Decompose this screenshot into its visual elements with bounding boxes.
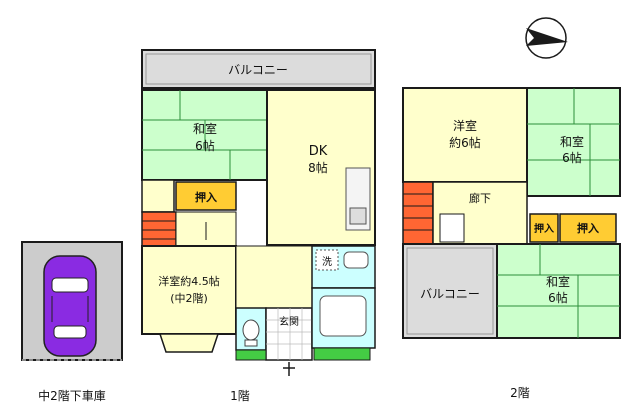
toilet-tank [244,339,258,347]
floor-2: 洋室 約6帖 和室 6帖 押入 押入 廊下 バルコニー [402,87,621,400]
tatami-lines [527,88,620,196]
balcony-area [141,49,376,89]
compass-arrow [526,28,568,46]
oshiire2a-closet [529,213,559,243]
youshitsu-name: 洋室約4.5帖 [158,274,220,288]
garden-bed-right [313,347,371,361]
genkan-area [265,307,313,361]
washitsu-size: 6帖 [195,138,215,153]
youshitsu2-room [402,87,528,183]
garage-caption: 中2階下車庫 [38,388,106,403]
floor1-caption: 1階 [230,388,250,403]
balcony-label: バルコニー [228,63,288,77]
washitsu2a-name: 和室 [560,134,584,149]
stairs-treads [403,193,433,231]
dk-name: DK [309,144,328,159]
car-rear-window [53,325,87,339]
oshiire-small-left [141,179,175,213]
entrance-arrow-icon [283,362,295,376]
oshiire2b-label: 押入 [577,221,599,235]
youshitsu2-name: 洋室 [453,118,477,133]
washitsu2b-size: 6帖 [548,290,568,305]
corridor-lower [235,245,313,309]
washitsu2a-size: 6帖 [562,150,582,165]
garage: 中2階下車庫 [21,241,123,403]
tatami-lines [142,90,267,180]
washing-machine-box [315,249,339,271]
washitsu-name: 和室 [193,121,217,136]
bathtub-icon [319,295,367,337]
hall-box [439,213,465,243]
genkan-tile [266,308,312,360]
genkan-label: 玄関 [279,315,299,328]
rouka-label: 廊下 [469,191,491,205]
washitsu2b-room [496,243,621,339]
stairs-floor1 [141,211,177,247]
car-windshield [51,277,89,293]
sentaku-label: 洗 [322,256,332,268]
floor2-caption: 2階 [510,385,530,400]
oshiire2b-closet [559,213,617,243]
sink-icon [349,207,367,225]
toilet-icon [242,319,260,341]
floor-1: バルコニー 和室 6帖 押入 DK 8帖 [141,49,376,403]
oshiire-label: 押入 [195,190,217,204]
north-arrow-icon [525,17,568,59]
balcony-rail [145,53,372,85]
oshiire2a-label: 押入 [534,222,554,235]
oshiire-closet [175,181,237,211]
washitsu2b-name: 和室 [546,274,570,289]
youshitsu2-size: 約6帖 [449,135,481,150]
dk-size: 8帖 [308,160,328,175]
stairs-floor2 [402,181,434,245]
balcony2-label: バルコニー [420,287,480,301]
car-icon [43,255,97,357]
compass-circle [525,17,567,59]
balcony2-area [402,243,498,339]
stairs-treads [142,220,176,240]
balcony2-rail [406,247,494,335]
youshitsu-room [141,245,237,335]
garden-bed-left [235,349,267,361]
youshitsu-note: (中2階) [170,291,208,305]
sink-icon [343,251,369,269]
tatami-lines [497,244,620,338]
bay-window [158,333,220,353]
